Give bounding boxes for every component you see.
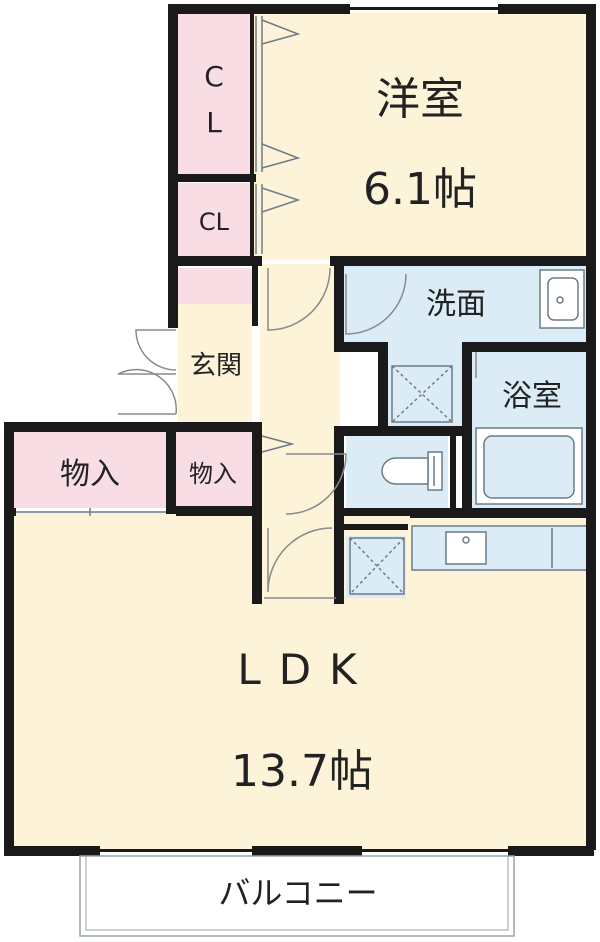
wall-bath-left (462, 342, 472, 512)
wall-bedroom-bottom (330, 256, 594, 266)
wall-toilet-top (334, 426, 464, 436)
wall-wash-inner (378, 342, 388, 432)
western-room-size: 6.1帖 (363, 164, 477, 215)
balcony (79, 855, 515, 937)
toilet-icon (381, 451, 443, 491)
wall-wash-left (334, 256, 344, 350)
washroom-lower-floor (384, 342, 464, 426)
washer-pan-floor (346, 536, 406, 598)
closet-lower-floor (175, 183, 252, 257)
wall-entrance-bottom (168, 422, 262, 432)
door-swing-icon (117, 267, 477, 599)
bathroom-label: 浴室 (502, 379, 562, 414)
kitchen-counter (411, 525, 589, 571)
wall-storage-left-bottom (4, 508, 16, 516)
ldk-name: LDK (237, 645, 374, 694)
sink-icon (539, 269, 585, 329)
wall-wash-bath-top (462, 342, 594, 352)
wall-left-outer (4, 422, 14, 854)
wall-bottom-mid (252, 846, 362, 856)
window-top-frame (350, 7, 498, 10)
entrance-shelf-floor (178, 268, 252, 304)
wall-wash-step (334, 342, 386, 352)
labels: 洋室 6.1帖 C L CL 玄関 洗面 浴室 物入 物入 LDK 13.7帖 … (60, 60, 562, 912)
entrance-floor (178, 304, 252, 426)
ldk-size: 13.7帖 (231, 746, 373, 797)
wall-toilet-bottom (334, 508, 414, 516)
window-bottom-frame-1 (100, 849, 252, 852)
closet-upper-label-2: L (206, 106, 222, 139)
washroom-label: 洗面 (426, 287, 486, 322)
storage-small-floor (175, 432, 252, 508)
wall-closet-bottom (172, 256, 262, 266)
closet-upper-floor (175, 12, 252, 175)
wall-bath-bottom (410, 508, 594, 518)
storage-left-label: 物入 (60, 457, 120, 492)
balcony-label: バルコニー (218, 874, 377, 912)
wall-pan-top (342, 524, 408, 530)
wall-hall-left (252, 256, 258, 326)
bathtub-icon (475, 427, 583, 505)
entrance-label: 玄関 (190, 351, 242, 381)
closet-lower-label: CL (199, 208, 230, 236)
ldk-notch-floor (260, 512, 340, 604)
wall-right (586, 4, 596, 850)
wall-closet-right (250, 12, 254, 262)
wall-left-entrance (168, 256, 178, 328)
window-bottom-frame-2 (362, 849, 508, 852)
washer-pan-icon-2 (349, 537, 405, 595)
western-room-name: 洋室 (376, 74, 464, 125)
wall-closet-split (172, 174, 256, 182)
openings (16, 16, 301, 516)
wall-storage-split (166, 426, 176, 514)
washer-pan-icon (391, 365, 453, 423)
wall-top (168, 4, 350, 14)
wall-toilet-right (450, 426, 456, 512)
wall-left-upper (168, 4, 178, 260)
wall-bottom-left (4, 846, 100, 856)
wall-top-right (498, 4, 594, 14)
wall-storage-top (4, 422, 178, 432)
closet-upper-label-1: C (204, 60, 224, 93)
wall-bottom-right (508, 846, 594, 856)
storage-left-floor (12, 432, 168, 508)
western-room-floor (252, 12, 588, 260)
wall-storage-bottom (176, 506, 260, 516)
storage-small-label: 物入 (189, 460, 237, 488)
walls (4, 4, 596, 856)
kitchen-sink-icon (445, 528, 553, 568)
